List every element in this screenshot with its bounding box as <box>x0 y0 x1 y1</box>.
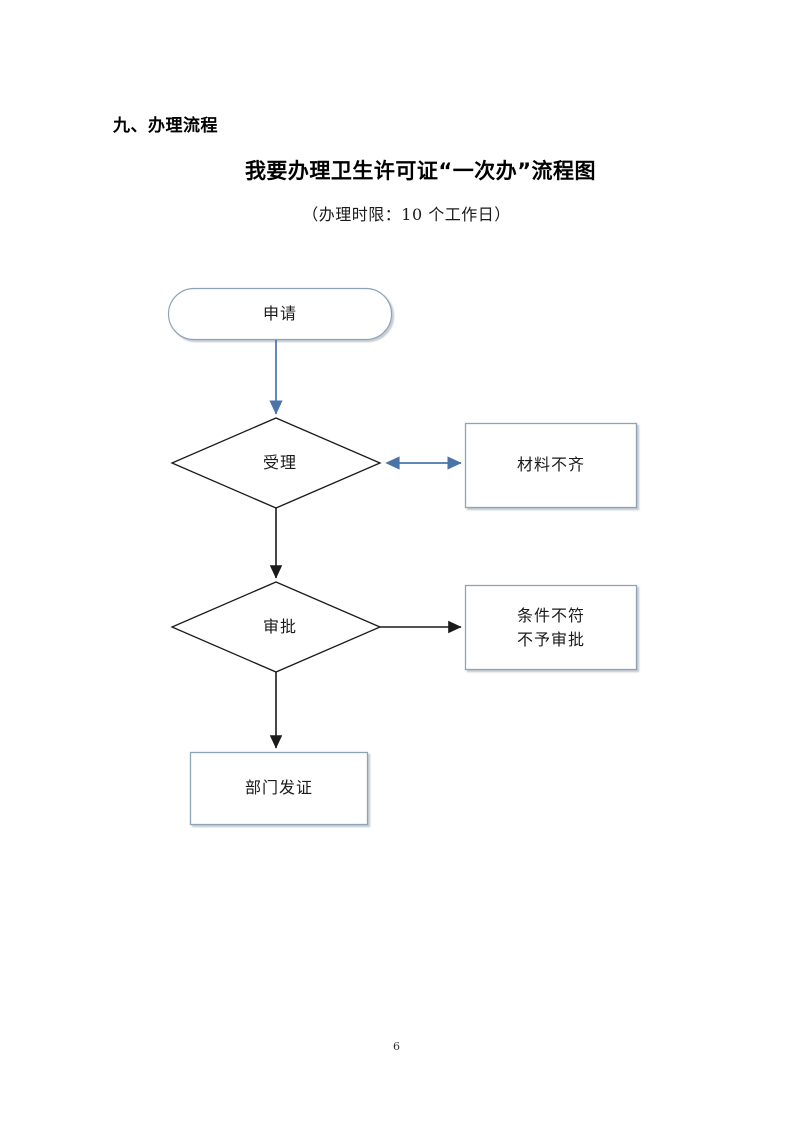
node-issue-certificate[interactable] <box>189 751 369 826</box>
section-heading: 九、办理流程 <box>113 116 218 136</box>
node-materials-incomplete[interactable] <box>464 422 638 509</box>
node-approval[interactable] <box>170 581 382 673</box>
page-subtitle: （办理时限：10 个工作日） <box>302 205 511 224</box>
node-apply[interactable] <box>167 287 393 341</box>
node-accept[interactable] <box>170 417 382 509</box>
page-title: 我要办理卫生许可证“一次办”流程图 <box>244 159 597 183</box>
node-conditions-not-met[interactable] <box>464 584 638 671</box>
page-number: 6 <box>393 1040 400 1053</box>
